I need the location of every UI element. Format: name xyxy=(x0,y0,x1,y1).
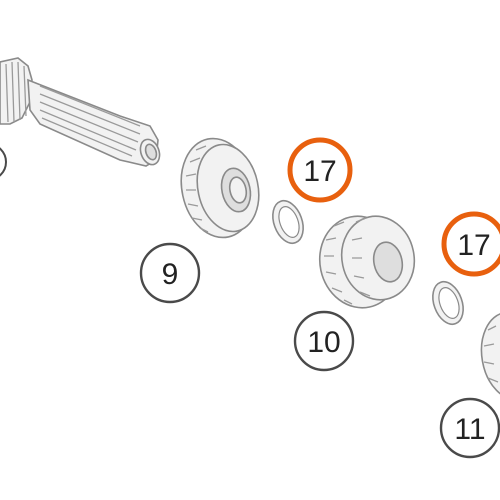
callout-17-highlight-b: 17 xyxy=(441,211,500,277)
washer-part-17-b xyxy=(432,280,464,326)
svg-text:10: 10 xyxy=(307,326,340,359)
gear-part-10 xyxy=(318,215,416,309)
callout-9: 9 xyxy=(139,242,201,304)
gear-shaft xyxy=(0,57,161,167)
callout-10: 10 xyxy=(293,310,355,372)
svg-text:17: 17 xyxy=(457,229,490,262)
svg-text:11: 11 xyxy=(454,413,485,446)
callout-partial-left xyxy=(0,147,7,177)
gear-part-9 xyxy=(180,137,260,239)
washer-part-17-a xyxy=(272,199,304,245)
callout-11: 11 xyxy=(439,397,500,459)
gear-part-11 xyxy=(480,311,500,401)
callout-17-highlight-a: 17 xyxy=(287,137,353,203)
svg-text:9: 9 xyxy=(162,258,179,291)
svg-text:17: 17 xyxy=(303,155,336,188)
